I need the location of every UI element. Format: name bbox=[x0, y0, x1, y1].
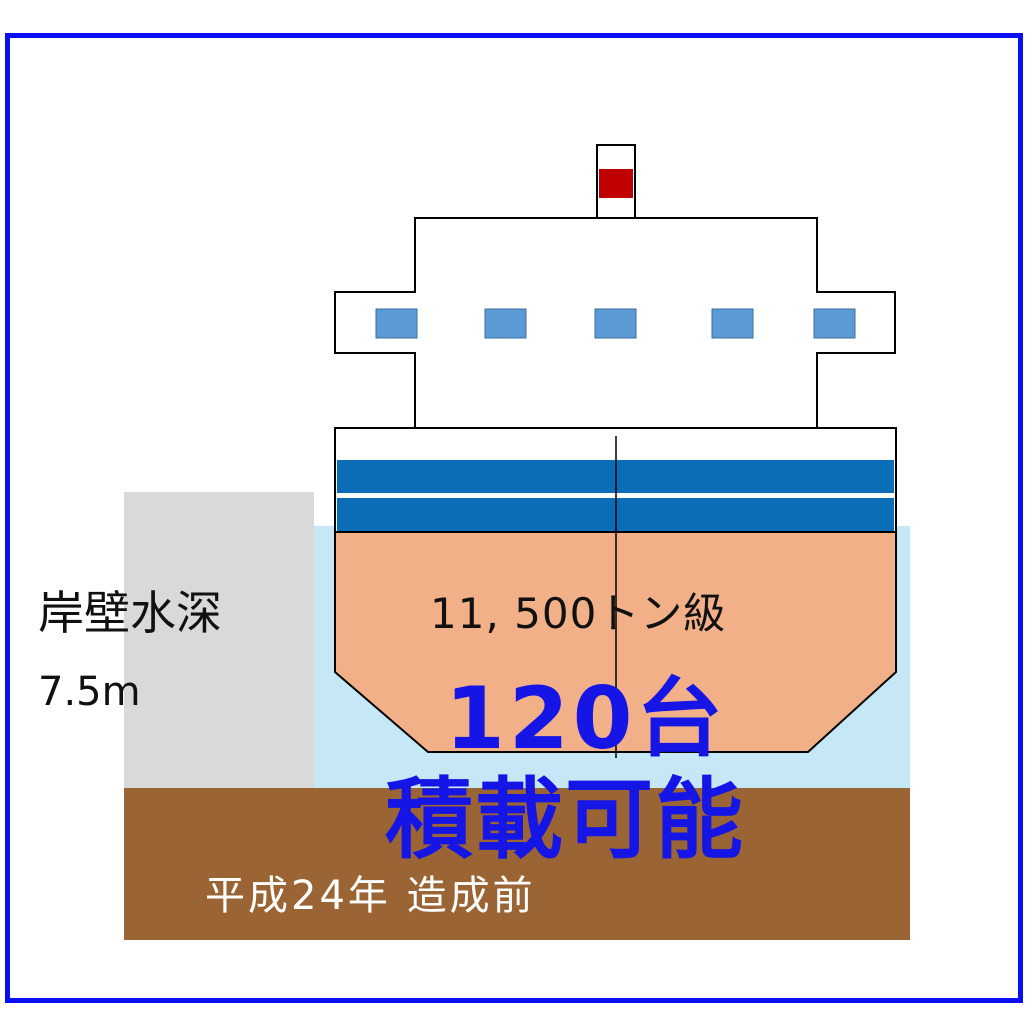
diagram-frame bbox=[5, 33, 1023, 1003]
funnel-icon bbox=[596, 144, 636, 219]
quay-depth-title: 岸壁水深 bbox=[38, 586, 222, 640]
window bbox=[594, 308, 637, 339]
window bbox=[484, 308, 527, 339]
window bbox=[711, 308, 754, 339]
window bbox=[375, 308, 418, 339]
ship-class-label: 11, 500トン級 bbox=[430, 589, 727, 638]
quay-depth-value: 7.5m bbox=[38, 669, 141, 715]
capacity-text: 積載可能 bbox=[385, 768, 746, 871]
quay-wall bbox=[124, 492, 314, 788]
window bbox=[813, 308, 856, 339]
seabed bbox=[124, 788, 910, 940]
year-caption: 平成24年 造成前 bbox=[205, 873, 536, 919]
capacity-number: 120台 bbox=[445, 669, 727, 769]
